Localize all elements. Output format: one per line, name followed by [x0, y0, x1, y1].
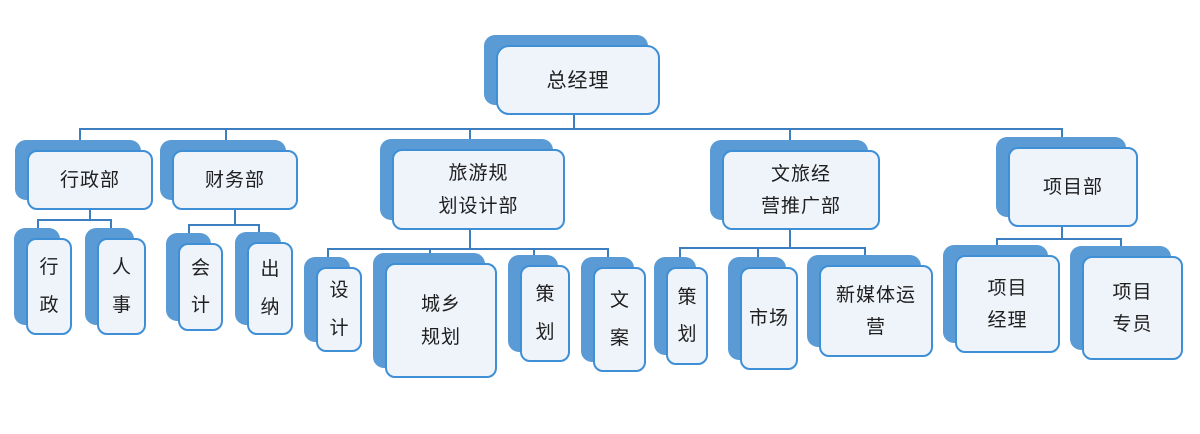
org-node-general-manager[interactable]: 总经理	[484, 35, 660, 115]
node-label: 文 案	[609, 289, 629, 349]
connector-line	[188, 224, 190, 235]
node-label: 会 计	[190, 256, 210, 316]
connector-line	[1120, 238, 1122, 247]
connector-line	[679, 247, 866, 249]
connector-line	[789, 229, 791, 249]
connector-line	[469, 229, 471, 250]
connector-line	[89, 209, 91, 221]
connector-line	[79, 128, 81, 141]
org-node-project-manager[interactable]: 项目 经理	[943, 245, 1060, 353]
org-node-tourism-planning-dept[interactable]: 旅游规 划设计部	[380, 139, 565, 230]
org-node-urban-rural-planning[interactable]: 城乡 规划	[373, 253, 497, 378]
org-node-planning-tourism[interactable]: 策 划	[508, 255, 570, 362]
node-label: 文旅经 营推广部	[760, 162, 841, 217]
org-node-admin-dept[interactable]: 行政部	[15, 140, 153, 210]
connector-line	[327, 248, 329, 257]
org-node-planning-culture[interactable]: 策 划	[654, 257, 708, 365]
connector-line	[996, 238, 998, 247]
connector-line	[757, 247, 759, 258]
org-node-copywriting[interactable]: 文 案	[581, 257, 646, 372]
connector-line	[429, 248, 431, 255]
connector-line	[234, 209, 236, 226]
org-node-admin[interactable]: 行 政	[14, 228, 72, 335]
connector-line	[573, 114, 575, 129]
connector-line	[37, 219, 39, 230]
connector-line	[327, 248, 609, 250]
node-label: 策 划	[677, 285, 697, 345]
org-node-hr[interactable]: 人 事	[85, 228, 146, 335]
node-label: 人 事	[111, 256, 131, 316]
connector-line	[996, 238, 1122, 240]
connector-line	[789, 128, 791, 141]
node-label: 财务部	[204, 168, 265, 191]
org-node-cashier[interactable]: 出 纳	[235, 232, 293, 335]
connector-line	[607, 248, 609, 258]
connector-line	[1061, 128, 1063, 139]
node-label: 行 政	[39, 256, 59, 316]
org-node-finance-dept[interactable]: 财务部	[160, 140, 298, 210]
org-node-market[interactable]: 市场	[728, 257, 798, 370]
org-node-project-specialist[interactable]: 项目 专员	[1070, 246, 1183, 360]
node-label: 新媒体运 营	[835, 283, 916, 338]
connector-line	[79, 128, 1063, 130]
node-label: 策 划	[535, 283, 555, 343]
node-label: 项目 经理	[987, 276, 1028, 331]
connector-line	[864, 247, 866, 256]
org-node-design[interactable]: 设 计	[304, 257, 362, 352]
connector-line	[225, 128, 227, 141]
connector-line	[1061, 226, 1063, 240]
node-label: 设 计	[329, 279, 349, 339]
node-label: 行政部	[59, 168, 120, 191]
node-label: 总经理	[546, 68, 610, 92]
org-node-accounting[interactable]: 会 计	[166, 233, 223, 331]
connector-line	[679, 247, 681, 258]
connector-line	[188, 224, 260, 226]
org-node-project-dept[interactable]: 项目部	[996, 137, 1138, 227]
node-label: 出 纳	[260, 258, 280, 318]
org-node-culture-tourism-dept[interactable]: 文旅经 营推广部	[710, 140, 880, 230]
node-label: 项目 专员	[1112, 280, 1153, 335]
connector-line	[533, 248, 535, 257]
node-label: 项目部	[1042, 175, 1103, 198]
node-label: 旅游规 划设计部	[438, 162, 519, 217]
node-label: 城乡 规划	[420, 293, 461, 348]
connector-line	[469, 128, 471, 140]
connector-line	[258, 224, 260, 234]
connector-line	[110, 219, 112, 230]
connector-line	[37, 219, 112, 221]
org-node-new-media-operation[interactable]: 新媒体运 营	[807, 255, 933, 357]
node-label: 市场	[748, 307, 789, 330]
